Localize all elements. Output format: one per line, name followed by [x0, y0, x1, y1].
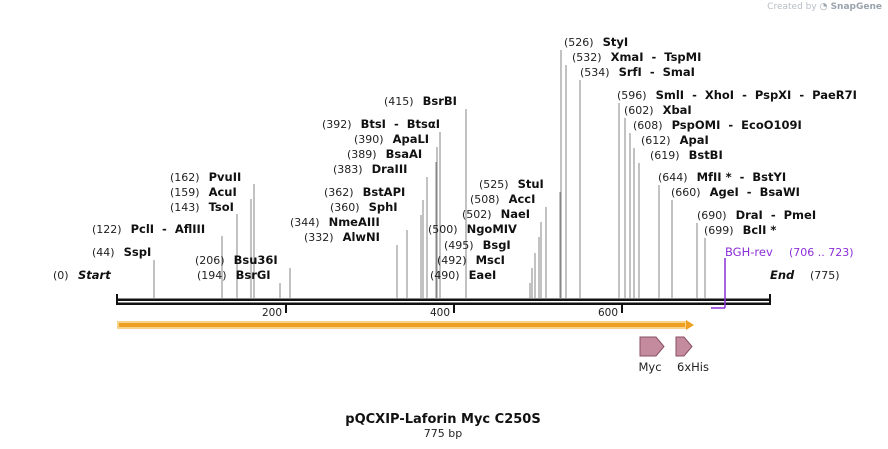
site-enzyme-name: AgeI - BsaWI	[710, 185, 800, 199]
site-position: (660)	[671, 186, 701, 199]
site-enzyme-name: SspI	[124, 245, 152, 259]
site-enzyme-name: NgoMIV	[467, 222, 517, 236]
start-position: (0)	[53, 269, 69, 282]
site-enzyme-name: ApaI	[680, 133, 709, 147]
site-enzyme-name: XmaI - TspMI	[611, 50, 702, 64]
site-lines	[153, 50, 706, 298]
primer-name: BGH-rev	[725, 245, 773, 259]
6xhis-feature	[675, 336, 693, 357]
end-label: End	[770, 268, 795, 282]
map-title: pQCXIP-Laforin Myc C250S	[345, 412, 540, 427]
site-labels: (44) SspI(122) PclI - AflIII (143) TsoI (159)…	[92, 35, 857, 282]
site-position: (502)	[462, 208, 492, 221]
site-position: (699)	[704, 224, 734, 237]
site-position: (44)	[92, 246, 115, 259]
site-enzyme-name: MfII * - BstYI	[697, 170, 787, 184]
site-position: (383)	[333, 163, 363, 176]
tick-label-200: 200	[262, 307, 282, 319]
creator-label: Created by ◔ SnapGene	[767, 2, 882, 12]
site-position: (525)	[479, 178, 509, 191]
site-position: (392)	[322, 118, 352, 131]
site-position: (644)	[658, 171, 688, 184]
site-position: (619)	[650, 149, 680, 162]
backbone-top-strand	[117, 298, 770, 301]
brand-text: SnapGene	[830, 2, 882, 12]
end-position: (775)	[810, 269, 840, 282]
map-length: 775 bp	[424, 427, 462, 440]
start-label: Start	[78, 268, 111, 282]
site-position: (159)	[170, 186, 200, 199]
site-enzyme-name: SmlI - XhoI - PspXI - PaeR7I	[656, 88, 857, 102]
site-position: (206)	[195, 254, 225, 267]
primer-range: (706 .. 723)	[789, 246, 854, 259]
site-enzyme-name: XbaI	[663, 103, 692, 117]
site-position: (415)	[384, 95, 414, 108]
site-position: (162)	[170, 171, 200, 184]
site-position: (389)	[347, 148, 377, 161]
site-enzyme-name: BsrGI	[236, 268, 271, 282]
site-position: (495)	[444, 239, 474, 252]
site-enzyme-name: PclI - AflIII	[131, 222, 206, 236]
site-enzyme-name: StyI	[603, 35, 629, 49]
6xhis-label: 6xHis	[677, 360, 709, 374]
site-position: (332)	[304, 231, 334, 244]
orf-arrow-head	[686, 320, 694, 330]
tick-label-600: 600	[598, 307, 618, 319]
site-enzyme-name: BsaAI	[386, 147, 423, 161]
site-position: (390)	[354, 133, 384, 146]
site-position: (508)	[470, 193, 500, 206]
site-enzyme-name: SphI	[369, 200, 398, 214]
site-position: (492)	[437, 254, 467, 267]
site-enzyme-name: TsoI	[209, 200, 234, 214]
orf-arrow-body	[119, 323, 685, 327]
site-position: (194)	[197, 269, 227, 282]
site-enzyme-name: StuI	[518, 177, 544, 191]
site-enzyme-name: BstAPI	[363, 185, 406, 199]
site-enzyme-name: MscI	[476, 253, 505, 267]
myc-label: Myc	[638, 360, 661, 374]
site-enzyme-name: NaeI	[501, 207, 530, 221]
site-enzyme-name: BsgI	[483, 238, 511, 252]
site-enzyme-name: BclI *	[743, 223, 777, 237]
site-position: (490)	[430, 269, 460, 282]
site-enzyme-name: DraI - PmeI	[736, 208, 817, 222]
site-enzyme-name: AccI	[509, 192, 536, 206]
site-enzyme-name: BsrBI	[423, 94, 457, 108]
tick-label-400: 400	[430, 307, 450, 319]
site-position: (360)	[330, 201, 360, 214]
site-position: (122)	[92, 223, 122, 236]
site-enzyme-name: BstBI	[689, 148, 723, 162]
site-enzyme-name: DraIII	[372, 162, 408, 176]
snapgene-logo: ◔ SnapGene	[819, 2, 882, 12]
site-position: (602)	[624, 104, 654, 117]
site-enzyme-name: SrfI - SmaI	[619, 65, 695, 79]
site-position: (500)	[428, 223, 458, 236]
site-position: (690)	[697, 209, 727, 222]
site-enzyme-name: NmeAIII	[329, 215, 380, 229]
site-position: (526)	[564, 36, 594, 49]
site-enzyme-name: Bsu36I	[234, 253, 278, 267]
site-position: (532)	[572, 51, 602, 64]
site-position: (362)	[324, 186, 354, 199]
site-enzyme-name: AlwNI	[343, 230, 380, 244]
site-position: (608)	[633, 119, 663, 132]
site-enzyme-name: ApaLI	[393, 132, 430, 146]
backbone-bottom-strand	[117, 302, 770, 305]
site-position: (612)	[641, 134, 671, 147]
site-position: (596)	[617, 89, 647, 102]
site-position: (534)	[580, 66, 610, 79]
site-enzyme-name: AcuI	[209, 185, 237, 199]
created-by-text: Created by	[767, 2, 817, 12]
site-enzyme-name: EaeI	[469, 268, 497, 282]
site-enzyme-name: BtsI - BtsαI	[361, 117, 440, 131]
site-enzyme-name: PvuII	[209, 170, 242, 184]
myc-feature	[639, 336, 665, 357]
site-position: (143)	[170, 201, 200, 214]
site-enzyme-name: PspOMI - EcoO109I	[672, 118, 802, 132]
site-position: (344)	[290, 216, 320, 229]
